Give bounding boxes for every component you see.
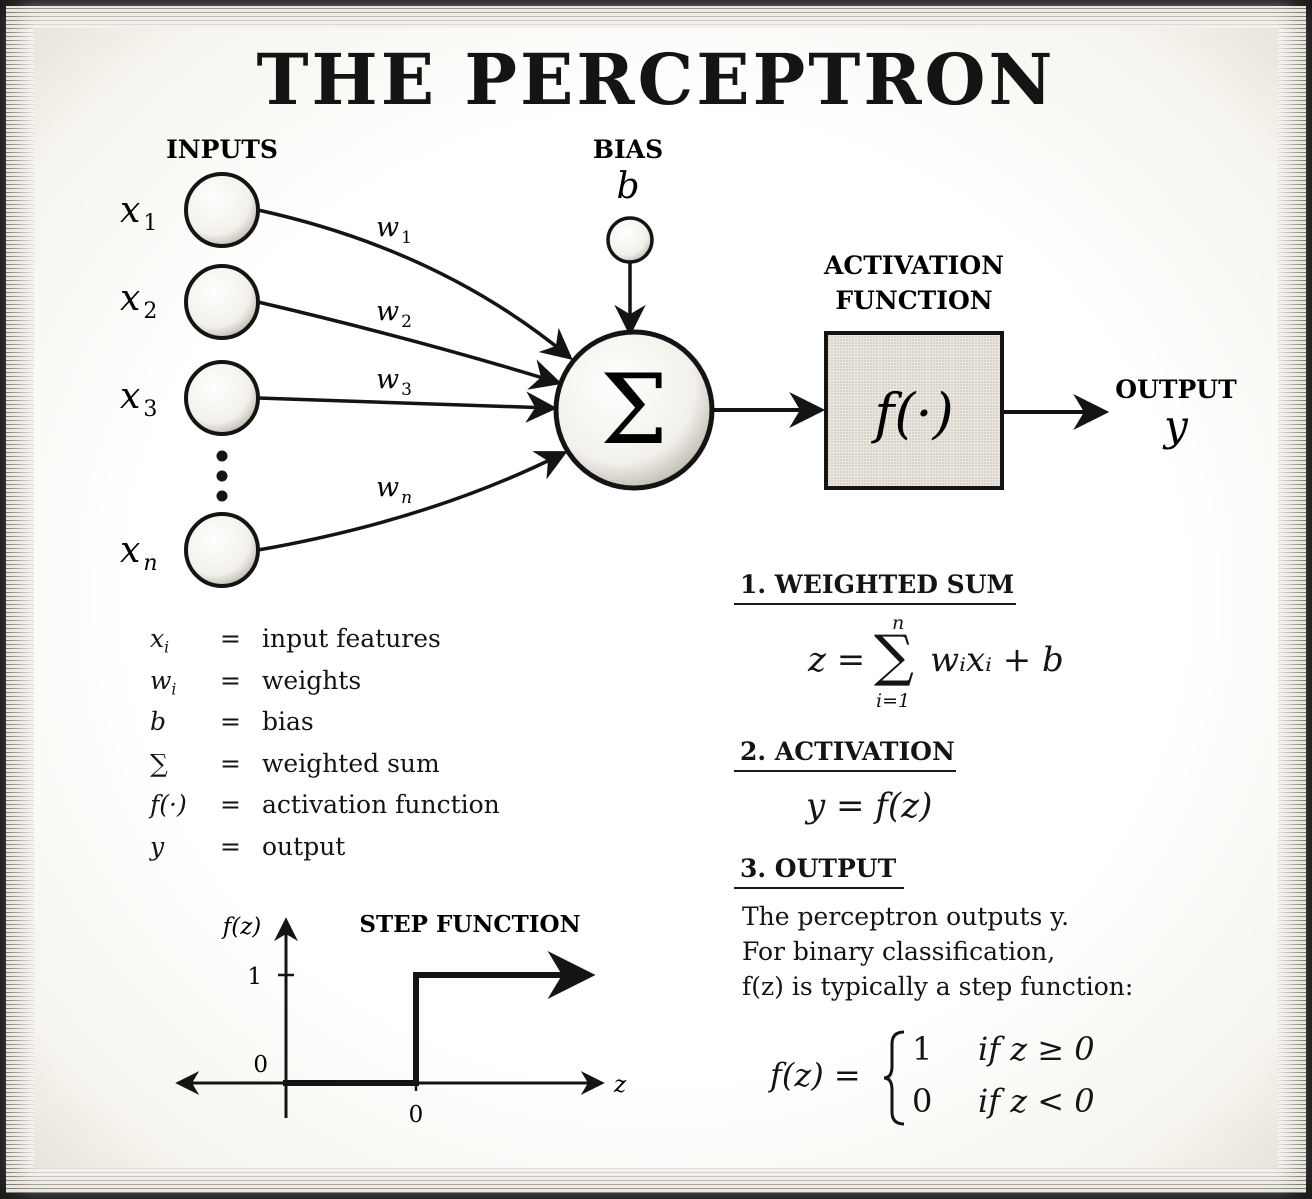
inputs-label: INPUTS bbox=[166, 135, 278, 164]
piecewise-lhs: f(z) = bbox=[770, 1056, 861, 1094]
output-description-line-2: For binary classification, bbox=[742, 937, 1056, 966]
section-1-rule bbox=[734, 603, 1016, 605]
legend-equals: = bbox=[220, 749, 241, 778]
output-symbol: y bbox=[1162, 401, 1189, 450]
piecewise-brace bbox=[883, 1030, 905, 1126]
bias-symbol: b bbox=[616, 166, 639, 207]
legend-equals: = bbox=[220, 790, 241, 819]
legend-text: input features bbox=[262, 624, 441, 653]
legend-row: xi = input features bbox=[150, 624, 441, 657]
legend-row: y = output bbox=[0, 832, 600, 866]
legend-symbol: ∑ bbox=[150, 749, 168, 778]
output-label: OUTPUT bbox=[1115, 375, 1237, 404]
section-3-rule bbox=[734, 887, 904, 889]
activation-symbol: f(·) bbox=[870, 382, 953, 445]
section-2-title: 2. ACTIVATION bbox=[740, 737, 955, 766]
section-2-rule bbox=[734, 770, 956, 772]
legend-symbol: w bbox=[150, 666, 172, 695]
plot-title: STEP FUNCTION bbox=[359, 911, 580, 938]
legend-row: wi = weights bbox=[150, 666, 362, 699]
formula-sum-symbol: ∑ bbox=[874, 624, 914, 689]
piecewise-case0-condition: if z < 0 bbox=[978, 1082, 1095, 1120]
edge-w1 bbox=[257, 208, 573, 361]
legend-text: weighted sum bbox=[262, 749, 440, 778]
section-1-title: 1. WEIGHTED SUM bbox=[740, 570, 1015, 599]
page-title: THE PERCEPTRON bbox=[256, 38, 1056, 121]
legend-equals: = bbox=[220, 666, 241, 695]
legend-row: f(·) = activation function bbox=[0, 790, 600, 824]
step-function-plot: STEP FUNCTION f(z) z 1 0 0 bbox=[175, 911, 627, 1128]
legend-symbol: b bbox=[150, 707, 167, 736]
legend-equals: = bbox=[220, 707, 241, 736]
legend-equals: = bbox=[220, 624, 241, 653]
plot-ytick-0: 0 bbox=[253, 1052, 268, 1078]
legend-text: bias bbox=[262, 707, 314, 736]
formula-rhs: wᵢxᵢ + b bbox=[930, 640, 1064, 680]
input-node-1 bbox=[184, 172, 260, 248]
legend-row: b = bias bbox=[0, 707, 600, 741]
ellipsis-dots bbox=[216, 450, 228, 502]
bias-node bbox=[606, 216, 654, 264]
sum-symbol: Σ bbox=[600, 354, 668, 466]
legend-equals: = bbox=[220, 832, 241, 861]
legend-text: weights bbox=[262, 666, 362, 695]
edge-w2 bbox=[257, 300, 563, 390]
activation-box bbox=[824, 331, 1004, 490]
bias-label: BIAS bbox=[593, 135, 663, 164]
formula-lhs: z = bbox=[808, 640, 866, 680]
piecewise-case1-value: 1 bbox=[912, 1030, 933, 1068]
legend-text: output bbox=[262, 832, 346, 861]
plot-x-axis-label: z bbox=[613, 1072, 627, 1098]
piecewise-case0-value: 0 bbox=[912, 1082, 933, 1120]
legend-text: activation function bbox=[262, 790, 500, 819]
piecewise-case1-condition: if z ≥ 0 bbox=[978, 1030, 1095, 1068]
formula-upper-limit: n bbox=[892, 612, 905, 634]
activation-formula: y = f(z) bbox=[806, 786, 933, 826]
output-description-line-3: f(z) is typically a step function: bbox=[742, 972, 1134, 1001]
input-node-2 bbox=[184, 264, 260, 340]
edge-wn bbox=[257, 451, 568, 552]
activation-label-line2: FUNCTION bbox=[835, 286, 992, 315]
legend-symbol: y bbox=[150, 832, 165, 861]
input-node-n bbox=[184, 512, 260, 588]
legend-row: ∑ = weighted sum bbox=[0, 749, 600, 783]
input-node-3 bbox=[184, 360, 260, 436]
edge-w3 bbox=[257, 391, 558, 423]
plot-y-axis-label: f(z) bbox=[221, 914, 262, 940]
activation-label-line1: ACTIVATION bbox=[823, 251, 1004, 280]
step-function-series bbox=[283, 951, 596, 1086]
plot-xtick-0: 0 bbox=[409, 1102, 424, 1128]
plot-ytick-1: 1 bbox=[247, 964, 262, 990]
section-3-title: 3. OUTPUT bbox=[740, 854, 897, 883]
legend-symbol: f(·) bbox=[150, 790, 187, 819]
formula-lower-limit: i=1 bbox=[876, 690, 911, 712]
output-description-line-1: The perceptron outputs y. bbox=[742, 902, 1070, 931]
legend-symbol: x bbox=[150, 624, 165, 653]
